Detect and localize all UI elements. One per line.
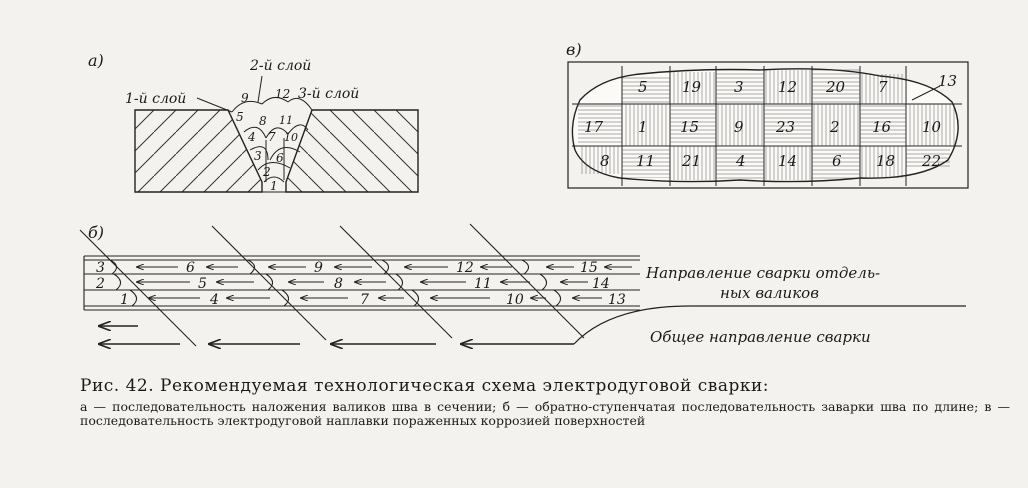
cell-number: 14: [778, 152, 797, 170]
row-bead-number: 8: [334, 276, 343, 292]
row-bead-number: 1: [120, 292, 129, 308]
cell-number: 20: [825, 78, 846, 96]
panel-v: в): [566, 40, 969, 189]
cell-number: 15: [680, 118, 699, 136]
layer-1-label: 1-й слой: [125, 91, 186, 107]
cell-number: 18: [876, 152, 895, 170]
cell-13-label: 13: [938, 72, 957, 90]
bead-8: 8: [259, 114, 267, 128]
cell-number: 9: [734, 118, 744, 136]
cell-number: 16: [872, 118, 892, 136]
cell-number: 4: [735, 152, 746, 170]
cell-number: 1: [638, 118, 648, 136]
caption-body: а — последовательность наложения валиков…: [80, 399, 1010, 428]
panel-v-row-1: 5 19 3 12 20 7: [638, 78, 888, 96]
cell-number: 17: [584, 118, 604, 136]
bead-1: 1: [270, 179, 278, 193]
cell-number: 3: [734, 78, 744, 96]
caption-title: Рис. 42. Рекомендуемая технологическая с…: [80, 376, 770, 396]
row-bead-number: 13: [608, 292, 626, 308]
panel-v-row-2: 17 1 15 9 23 2 16 10: [584, 118, 942, 136]
cell-number: 23: [775, 118, 795, 136]
bead-7: 7: [268, 130, 276, 144]
panel-b: б): [79, 223, 966, 347]
row-bead-number: 9: [314, 260, 323, 276]
plate-left: [134, 109, 263, 193]
panel-v-row-3: 8 11 21 4 14 6 18 22: [600, 152, 941, 170]
bead-5: 5: [236, 110, 244, 124]
row-bead-number: 11: [474, 276, 492, 292]
bead-12: 12: [275, 87, 290, 101]
cell-number: 21: [681, 152, 701, 170]
weld-beads: [231, 97, 313, 193]
panel-v-label: в): [566, 40, 582, 59]
layer-1-leader: [196, 97, 233, 113]
panel-v-frame: [567, 61, 969, 189]
direction-overall-label: Общее направление сварки: [650, 328, 871, 346]
layer-3-label: 3-й слой: [298, 86, 359, 102]
cell-number: 11: [636, 152, 655, 170]
row-bead-number: 10: [506, 292, 524, 308]
panel-v-hatching: [578, 68, 956, 180]
panel-b-rows: [83, 255, 640, 311]
panel-b-row-arrows: [136, 267, 632, 298]
row-bead-number: 4: [209, 292, 219, 308]
panel-b-separators: [79, 223, 585, 347]
row-bead-number: 5: [198, 276, 207, 292]
bead-3: 3: [254, 149, 262, 163]
cell-number: 6: [832, 152, 842, 170]
row-bead-number: 7: [360, 292, 369, 308]
welding-scheme-figure: а) 1 2 3 4 5 6 7 8 9 10 11: [79, 40, 969, 370]
cell-number: 19: [682, 78, 702, 96]
bead-4: 4: [247, 130, 256, 144]
bead-10: 10: [284, 131, 298, 144]
bead-2: 2: [262, 165, 271, 179]
bead-11: 11: [279, 114, 293, 127]
direction-individual-line2: ных валиков: [720, 284, 819, 302]
row-bead-number: 6: [186, 260, 195, 276]
overall-direction-curve: [573, 305, 966, 345]
overall-direction-arrows: [98, 326, 574, 344]
cell-number: 22: [921, 152, 941, 170]
figure-caption: Рис. 42. Рекомендуемая технологическая с…: [80, 376, 1010, 428]
row-bead-number: 14: [592, 276, 610, 292]
row-bead-number: 12: [456, 260, 474, 276]
cell-number: 7: [878, 78, 888, 96]
bead-9: 9: [241, 91, 249, 105]
panel-b-label: б): [88, 223, 104, 242]
panel-b-bottom-row-numbers: 1 4 7 10 13: [120, 292, 626, 308]
layer-2-label: 2-й слой: [249, 58, 311, 74]
bead-6: 6: [276, 151, 284, 165]
row-bead-number: 3: [96, 260, 105, 276]
direction-individual-line1: Направление сварки отдель-: [645, 264, 880, 282]
row-bead-number: 2: [95, 276, 105, 292]
cell-number: 10: [922, 118, 942, 136]
row-bead-number: 15: [580, 260, 598, 276]
cell-number: 8: [600, 152, 610, 170]
panel-a-label: а): [88, 51, 104, 70]
cell-number: 12: [778, 78, 797, 96]
cell-number: 2: [829, 118, 840, 136]
panel-b-top-row-numbers: 3 6 9 12 15: [96, 260, 598, 276]
cell-number: 5: [638, 78, 648, 96]
panel-b-middle-row-numbers: 2 5 8 11 14: [95, 276, 610, 292]
panel-a: а) 1 2 3 4 5 6 7 8 9 10 11: [88, 51, 419, 193]
cell-13-leader: [911, 85, 941, 101]
layer-2-leader: [257, 75, 263, 103]
plate-right: [285, 109, 419, 193]
